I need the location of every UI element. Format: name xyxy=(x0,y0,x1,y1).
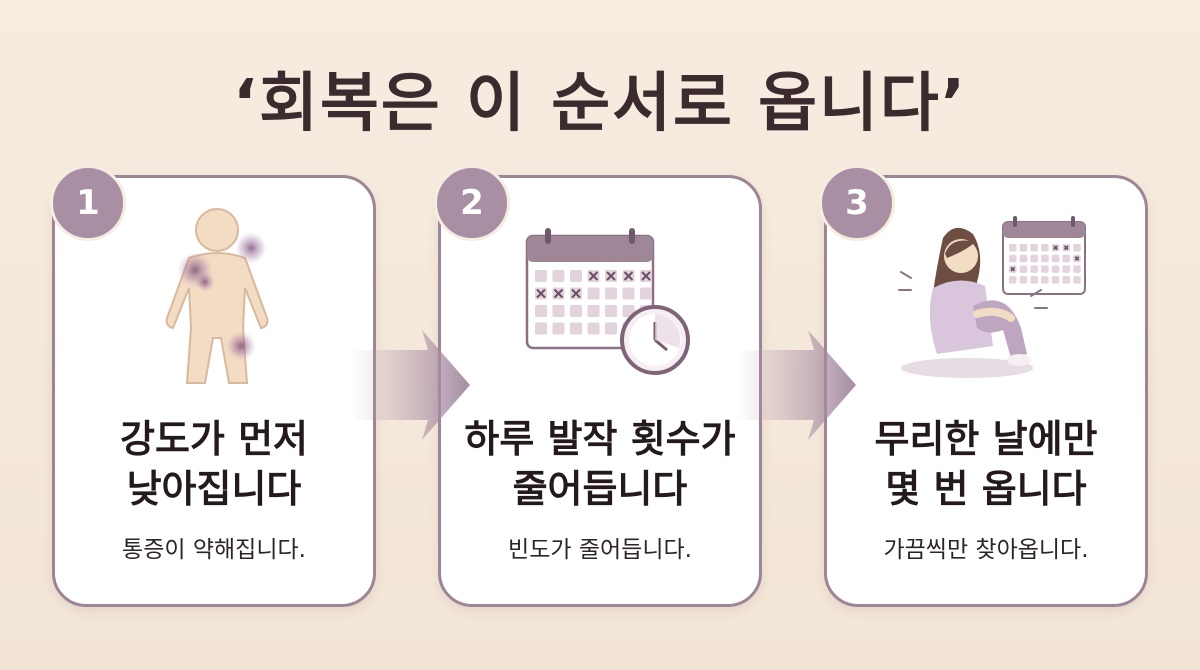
step-number-2: 2 xyxy=(434,165,510,241)
step-subtitle-1: 통증이 약해집니다. xyxy=(122,537,306,563)
step-card-2: 하루 발작 횟수가 줄어듭니다 빈도가 줄어듭니다. xyxy=(438,175,762,607)
step-number-1: 1 xyxy=(50,165,126,241)
step-heading-1: 강도가 먼저 낮아집니다 xyxy=(119,417,309,511)
page-title: ‘회복은 이 순서로 옵니다’ xyxy=(232,67,968,141)
body-pain-icon xyxy=(165,208,269,384)
step-heading-2: 하루 발작 횟수가 줄어듭니다 xyxy=(464,417,736,511)
step-subtitle-3: 가끔씩만 찾아옵니다. xyxy=(883,537,1089,563)
step-card-1: 강도가 먼저 낮아집니다 통증이 약해집니다. xyxy=(52,175,376,607)
step-subtitle-2: 빈도가 줄어듭니다. xyxy=(508,537,692,563)
step-number-3: 3 xyxy=(819,165,895,241)
step-card-3: 무리한 날에만 몇 번 옵니다 가끔씩만 찾아옵니다. xyxy=(824,175,1148,607)
arrow-right-icon xyxy=(738,330,856,440)
arrow-right-icon xyxy=(352,330,470,440)
step-heading-3: 무리한 날에만 몇 번 옵니다 xyxy=(874,417,1098,511)
resting-woman-calendar-icon xyxy=(898,216,1086,378)
calendar-clock-icon xyxy=(525,228,690,375)
